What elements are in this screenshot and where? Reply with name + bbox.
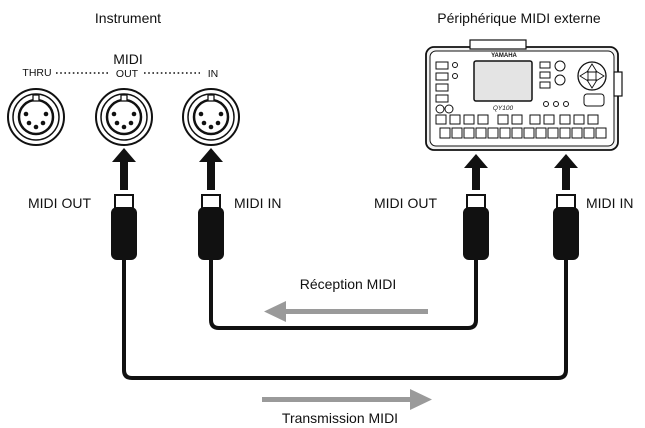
connect-arrow-instrument-out bbox=[112, 148, 136, 190]
plug-instrument-midi-out bbox=[111, 194, 137, 260]
transmission-arrow bbox=[262, 389, 432, 410]
reception-arrow bbox=[264, 301, 428, 322]
port-in-label: IN bbox=[208, 68, 219, 80]
din-socket-thru bbox=[7, 88, 65, 146]
external-device-title: Périphérique MIDI externe bbox=[437, 10, 601, 26]
device-model-label: QY100 bbox=[493, 105, 514, 112]
instrument-cable-out-label: MIDI OUT bbox=[28, 195, 91, 211]
transmission-label: Transmission MIDI bbox=[282, 410, 398, 426]
external-midi-device: YAMAHA QY100 bbox=[425, 39, 623, 151]
connect-arrow-instrument-in bbox=[199, 148, 223, 190]
plug-instrument-midi-in bbox=[198, 194, 224, 260]
port-out-label: OUT bbox=[116, 68, 139, 80]
reception-label: Réception MIDI bbox=[300, 276, 396, 292]
device-screen bbox=[473, 60, 533, 102]
transmission-cable bbox=[122, 258, 568, 380]
connect-arrow-device-in bbox=[554, 154, 578, 190]
device-cable-in-label: MIDI IN bbox=[586, 195, 633, 211]
din-socket-out bbox=[95, 88, 153, 146]
instrument-title: Instrument bbox=[95, 10, 161, 26]
connect-arrow-device-out bbox=[464, 154, 488, 190]
din-socket-in bbox=[182, 88, 240, 146]
instrument-cable-in-label: MIDI IN bbox=[234, 195, 281, 211]
reception-cable bbox=[209, 258, 478, 330]
plug-device-midi-out bbox=[463, 194, 489, 260]
midi-group-label: MIDI bbox=[113, 51, 143, 67]
plug-device-midi-in bbox=[553, 194, 579, 260]
device-brand-label: YAMAHA bbox=[491, 53, 517, 59]
device-cable-out-label: MIDI OUT bbox=[374, 195, 437, 211]
port-thru-label: THRU bbox=[22, 67, 51, 79]
